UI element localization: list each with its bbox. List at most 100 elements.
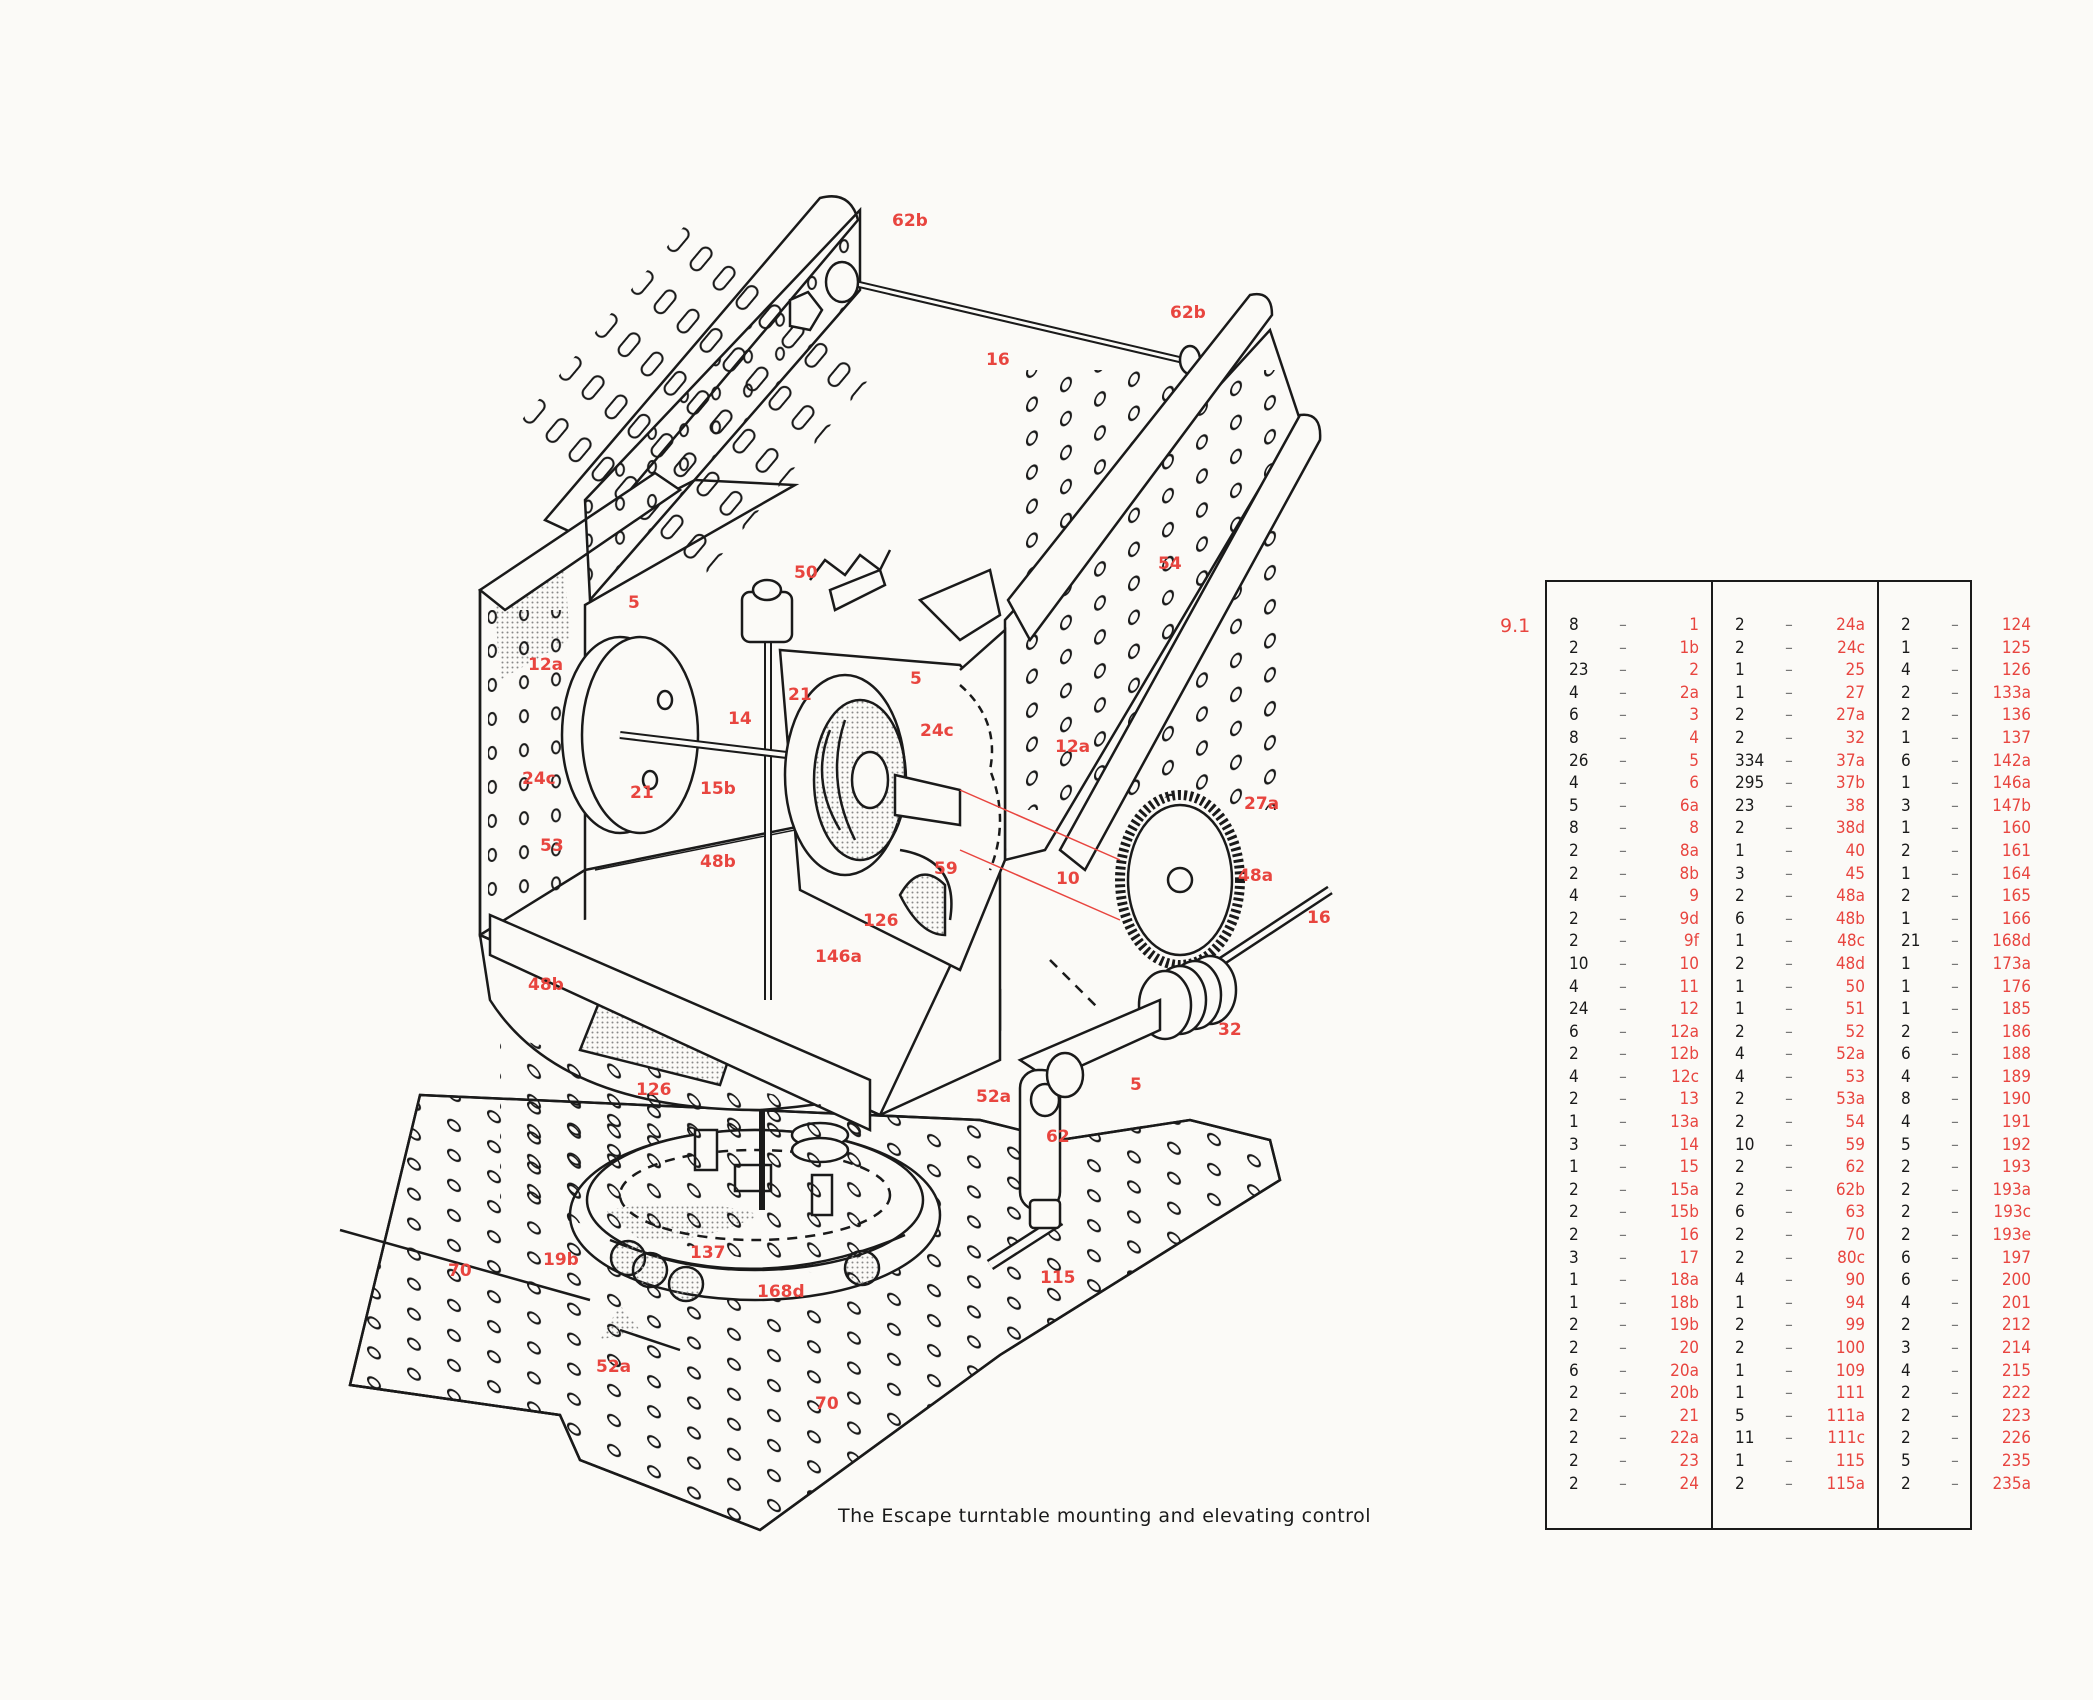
part-number: 27 — [1845, 682, 1865, 703]
part-quantity: 11 — [1735, 1428, 1755, 1449]
separator-dash: – — [1785, 1292, 1793, 1313]
callout-70: 70 — [448, 1261, 472, 1281]
part-quantity: 1 — [1569, 1292, 1579, 1313]
part-number: 222 — [2001, 1383, 2031, 1404]
separator-dash: – — [1951, 999, 1959, 1020]
part-quantity: 4 — [1569, 976, 1579, 997]
separator-dash: – — [1951, 1270, 1959, 1291]
part-number: 3 — [1689, 705, 1699, 726]
part-number: 166 — [2001, 908, 2031, 929]
part-number: 193e — [1992, 1225, 2031, 1246]
part-quantity: 2 — [1901, 1225, 1911, 1246]
part-quantity: 3 — [1735, 863, 1745, 884]
part-number: 32 — [1845, 727, 1865, 748]
parts-row: 10–59 — [1719, 1134, 1871, 1157]
parts-row: 2–12b — [1553, 1043, 1705, 1066]
part-quantity: 2 — [1901, 1021, 1911, 1042]
part-number: 109 — [1835, 1360, 1865, 1381]
part-number: 50 — [1845, 976, 1865, 997]
separator-dash: – — [1785, 1112, 1793, 1133]
parts-row: 1–166 — [1885, 908, 2037, 931]
parts-row: 11–111c — [1719, 1427, 1871, 1450]
part-quantity: 2 — [1901, 1179, 1911, 1200]
separator-dash: – — [1951, 1428, 1959, 1449]
separator-dash: – — [1951, 886, 1959, 907]
part-number: 212 — [2001, 1315, 2031, 1336]
separator-dash: – — [1619, 750, 1627, 771]
callout-146a: 146a — [815, 947, 862, 967]
part-number: 189 — [2001, 1066, 2031, 1087]
part-number: 161 — [2001, 840, 2031, 861]
part-number: 124 — [2001, 615, 2031, 635]
separator-dash: – — [1785, 976, 1793, 997]
separator-dash: – — [1619, 1157, 1627, 1178]
separator-dash: – — [1951, 1450, 1959, 1471]
separator-dash: – — [1619, 863, 1627, 884]
separator-dash: – — [1785, 1247, 1793, 1268]
separator-dash: – — [1785, 1089, 1793, 1110]
separator-dash: – — [1619, 1021, 1627, 1042]
part-number: 12c — [1671, 1066, 1699, 1087]
part-quantity: 23 — [1569, 660, 1589, 681]
separator-dash: – — [1619, 886, 1627, 907]
part-number: 9 — [1689, 886, 1699, 907]
parts-row: 8–8 — [1553, 817, 1705, 840]
part-number: 27a — [1836, 705, 1865, 726]
part-number: 6a — [1679, 795, 1699, 816]
separator-dash: – — [1785, 1066, 1793, 1087]
callout-14: 14 — [728, 709, 752, 729]
part-number: 147b — [1992, 795, 2031, 816]
callout-19b: 19b — [543, 1250, 579, 1270]
callout-21: 21 — [630, 783, 654, 803]
parts-row: 23–38 — [1719, 795, 1871, 818]
part-number: 193a — [1992, 1179, 2031, 1200]
part-quantity: 2 — [1901, 886, 1911, 907]
part-number: 15 — [1679, 1157, 1699, 1178]
callout-12a: 12a — [1055, 737, 1090, 757]
parts-row: 2–22a — [1553, 1427, 1705, 1450]
part-quantity: 2 — [1901, 840, 1911, 861]
separator-dash: – — [1785, 1405, 1793, 1426]
separator-dash: – — [1619, 931, 1627, 952]
part-number: 223 — [2001, 1405, 2031, 1426]
separator-dash: – — [1785, 750, 1793, 771]
parts-row: 2–24a — [1719, 614, 1871, 637]
separator-dash: – — [1619, 1044, 1627, 1065]
part-quantity: 5 — [1569, 795, 1579, 816]
separator-dash: – — [1785, 637, 1793, 658]
separator-dash: – — [1951, 1225, 1959, 1246]
part-quantity: 26 — [1569, 750, 1589, 771]
part-number: 146a — [1992, 773, 2031, 794]
part-number: 4 — [1689, 727, 1699, 748]
callout-48a: 48a — [1238, 866, 1273, 886]
part-number: 51 — [1845, 999, 1865, 1020]
part-quantity: 2 — [1569, 1044, 1579, 1065]
separator-dash: – — [1785, 1202, 1793, 1223]
part-number: 9f — [1683, 931, 1699, 952]
separator-dash: – — [1785, 773, 1793, 794]
part-number: 70 — [1845, 1225, 1865, 1246]
part-quantity: 4 — [1901, 660, 1911, 681]
part-number: 191 — [2001, 1112, 2031, 1133]
parts-row: 4–12c — [1553, 1066, 1705, 1089]
part-quantity: 2 — [1569, 1383, 1579, 1404]
parts-row: 1–185 — [1885, 998, 2037, 1021]
separator-dash: – — [1785, 1473, 1793, 1494]
part-quantity: 21 — [1901, 931, 1921, 952]
part-number: 100 — [1835, 1338, 1865, 1358]
part-number: 2 — [1689, 660, 1699, 681]
part-quantity: 6 — [1735, 1202, 1745, 1223]
part-quantity: 2 — [1901, 1383, 1911, 1404]
parts-row: 2–133a — [1885, 682, 2037, 705]
part-quantity: 1 — [1735, 660, 1745, 681]
parts-row: 2–23 — [1553, 1450, 1705, 1473]
parts-row: 1–50 — [1719, 976, 1871, 999]
part-quantity: 10 — [1735, 1134, 1755, 1155]
parts-row: 6–63 — [1719, 1201, 1871, 1224]
separator-dash: – — [1951, 615, 1959, 635]
separator-dash: – — [1619, 1134, 1627, 1155]
separator-dash: – — [1619, 1179, 1627, 1200]
separator-dash: – — [1951, 1383, 1959, 1404]
part-number: 115 — [1835, 1450, 1865, 1471]
